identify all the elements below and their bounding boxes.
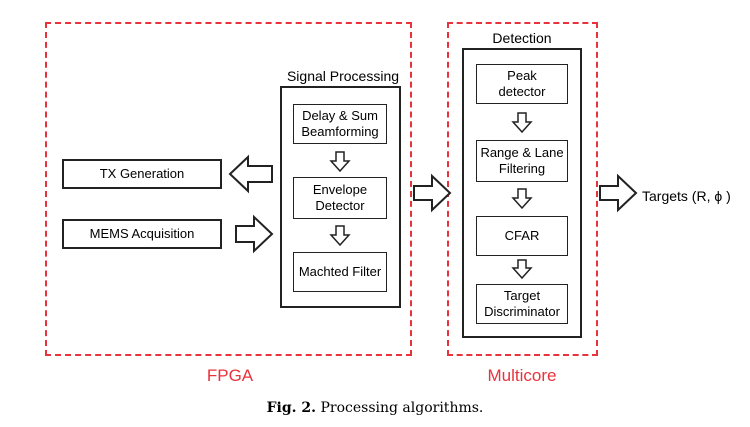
fpga-label: FPGA <box>206 366 254 385</box>
detection-to-targets-arrow-icon <box>599 173 638 213</box>
caption-prefix: Fig. 2. <box>266 400 317 416</box>
mems-acquisition-block: MEMS Acquisition <box>62 219 222 249</box>
matched-filter-block: Machted Filter <box>293 252 387 292</box>
down-arrow-icon <box>511 188 533 210</box>
detection-title: Detection <box>492 30 552 46</box>
range-lane-filtering-block: Range & Lane Filtering <box>476 140 568 182</box>
multicore-region <box>447 22 598 356</box>
targets-output-label: Targets (R, ϕ ) <box>642 188 731 204</box>
fpga-to-detection-arrow-icon <box>413 173 452 213</box>
tx-arrow-icon <box>228 154 273 194</box>
cfar-block: CFAR <box>476 216 568 256</box>
target-discriminator-block: Target Discriminator <box>476 284 568 324</box>
multicore-label: Multicore <box>487 366 557 385</box>
down-arrow-icon <box>329 151 351 173</box>
tx-generation-block: TX Generation <box>62 159 222 189</box>
fpga-region <box>45 22 412 356</box>
envelope-detector-block: Envelope Detector <box>293 177 387 219</box>
down-arrow-icon <box>511 259 533 280</box>
figure-caption: Fig. 2. Processing algorithms. <box>0 400 750 416</box>
mems-arrow-icon <box>235 214 274 254</box>
down-arrow-icon <box>511 112 533 134</box>
signal-processing-title: Signal Processing <box>286 68 400 84</box>
down-arrow-icon <box>329 225 351 247</box>
delay-sum-block: Delay & Sum Beamforming <box>293 104 387 144</box>
caption-text: Processing algorithms. <box>320 400 484 416</box>
peak-detector-block: Peak detector <box>476 64 568 104</box>
